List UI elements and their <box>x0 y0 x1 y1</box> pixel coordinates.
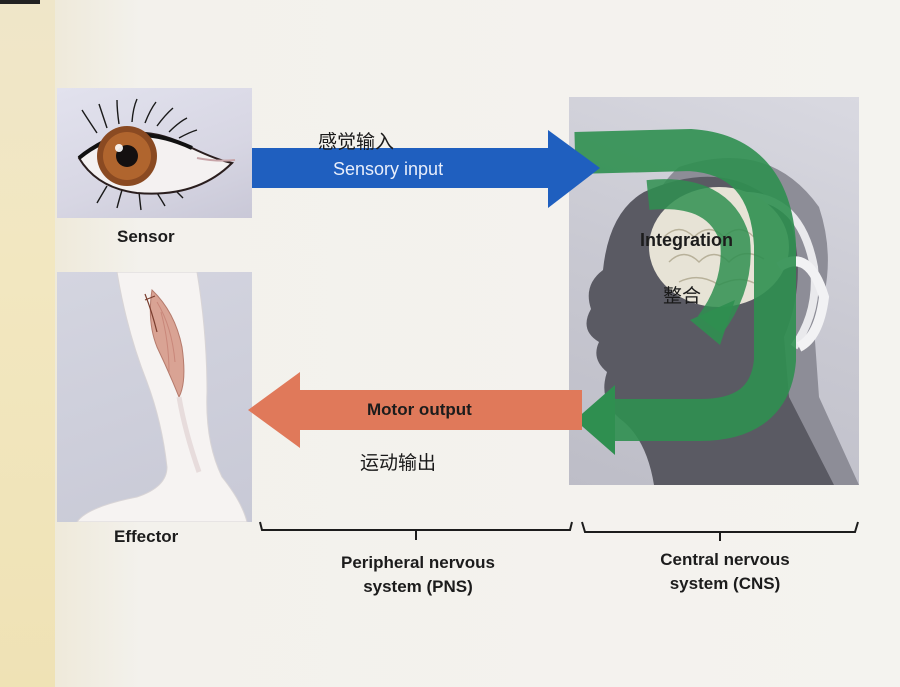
sensory-input-label: Sensory input <box>333 159 444 179</box>
cns-caption: Central nervous system (CNS) <box>620 550 830 594</box>
pns-caption-line1: Peripheral nervous <box>340 553 495 572</box>
corner-mark <box>0 0 40 4</box>
cns-caption-line2: system (CNS) <box>669 574 781 593</box>
integration-arrowhead <box>690 300 735 345</box>
sensor-panel <box>57 88 252 218</box>
motor-output-cn-label: 运动输出 <box>360 452 437 474</box>
integration-label: Integration <box>640 230 733 250</box>
sensor-label: Sensor <box>117 227 175 246</box>
integration-loop <box>574 128 796 441</box>
loop-arrowhead <box>575 385 615 455</box>
sensory-input-cn-label: 感觉输入 <box>318 131 395 153</box>
pns-bracket <box>259 521 573 531</box>
page-edge-strip <box>0 0 55 687</box>
pns-caption-line2: system (PNS) <box>363 577 473 596</box>
cns-bracket <box>581 521 859 533</box>
leg-muscle-icon <box>76 272 248 522</box>
motor-output-label: Motor output <box>367 400 472 419</box>
sensory-input-arrow <box>252 130 600 208</box>
integration-cn-label: 整合 <box>663 285 702 307</box>
eye-icon <box>77 98 236 211</box>
motor-output-arrow <box>248 372 582 448</box>
cns-caption-line1: Central nervous <box>660 550 790 569</box>
pns-caption: Peripheral nervous system (PNS) <box>300 553 536 597</box>
effector-panel <box>57 272 252 522</box>
effector-label: Effector <box>114 527 179 546</box>
